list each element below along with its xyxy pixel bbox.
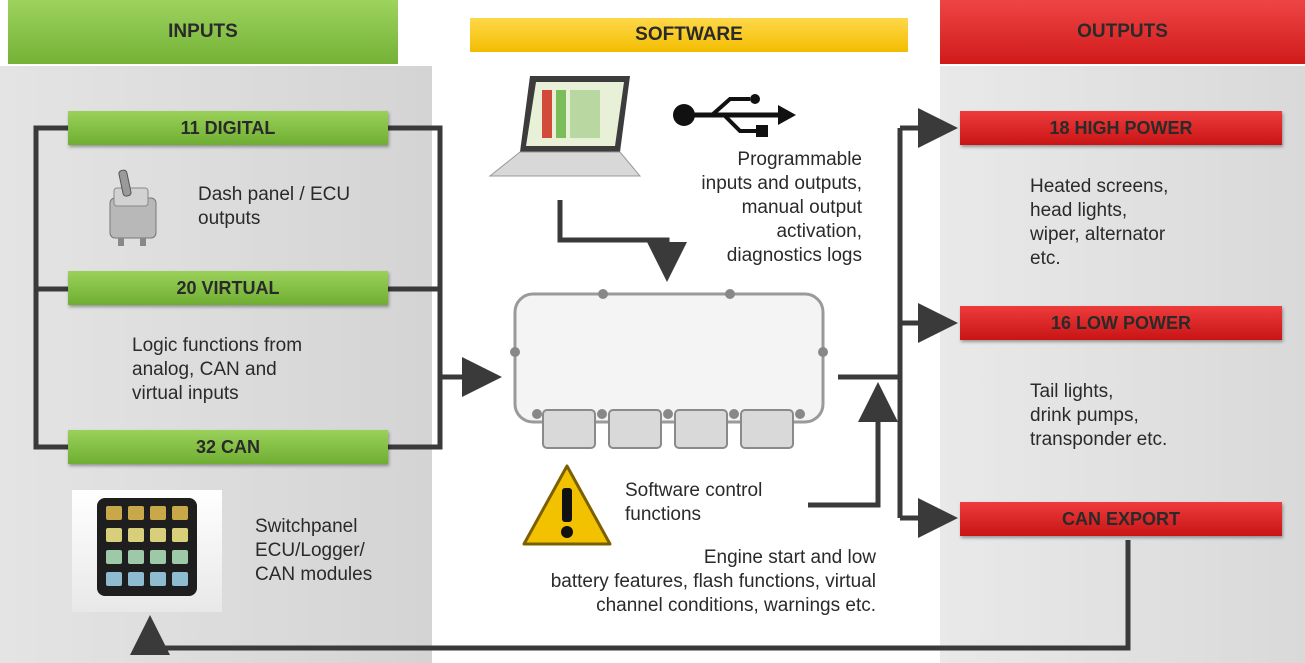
software-control-text: Software control functions: [625, 480, 763, 525]
software-features-text: Engine start and low battery features, f…: [550, 547, 876, 616]
output-can-export-box: CAN EXPORT: [960, 502, 1282, 536]
module-icon: [510, 289, 828, 449]
input-digital-box: 11 DIGITAL: [68, 111, 388, 145]
outputs-header: OUTPUTS: [940, 0, 1305, 64]
programmable-text: Programmable inputs and outputs, manual …: [701, 149, 862, 266]
warning-icon: [522, 464, 612, 546]
input-virtual-box: 20 VIRTUAL: [68, 271, 388, 305]
input-can-box: 32 CAN: [68, 430, 388, 464]
input-can-description: Switchpanel ECU/Logger/ CAN modules: [255, 516, 373, 585]
software-header: SOFTWARE: [470, 18, 908, 52]
output-low-power-description: Tail lights, drink pumps, transponder et…: [1030, 381, 1168, 450]
usb-icon: [673, 94, 796, 137]
output-high-power-box: 18 HIGH POWER: [960, 111, 1282, 145]
outputs-panel: [940, 66, 1305, 663]
toggle-switch-icon: [109, 169, 157, 246]
inputs-header: INPUTS: [8, 0, 398, 64]
input-virtual-description: Logic functions from analog, CAN and vir…: [132, 335, 303, 404]
input-digital-description: Dash panel / ECU outputs: [198, 184, 351, 229]
output-high-power-description: Heated screens, head lights, wiper, alte…: [1030, 176, 1169, 269]
laptop-icon: [488, 76, 642, 177]
output-low-power-box: 16 LOW POWER: [960, 306, 1282, 340]
keypad-icon: [72, 490, 222, 612]
